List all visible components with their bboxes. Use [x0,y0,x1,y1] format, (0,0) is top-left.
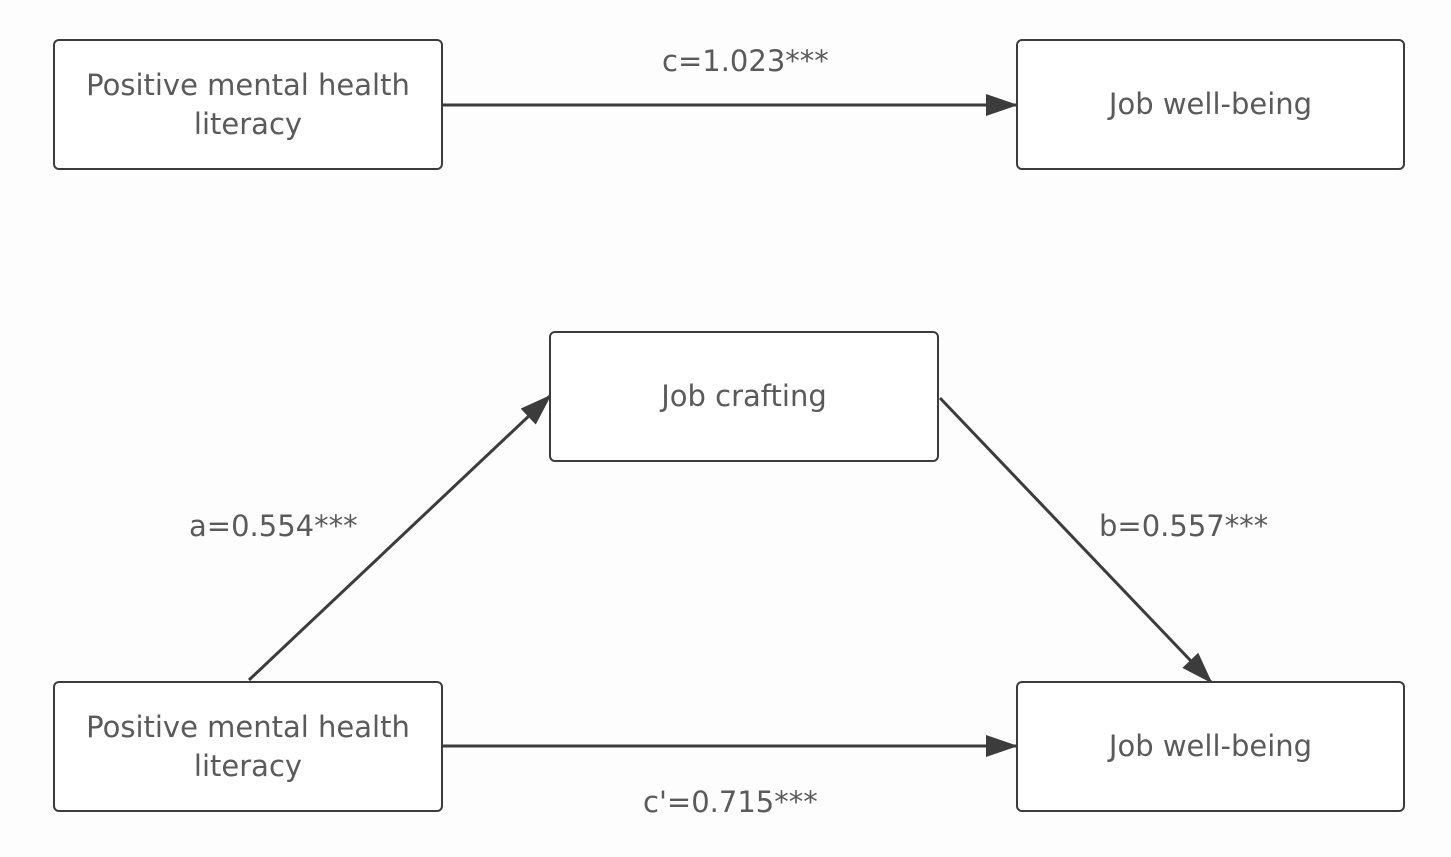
path-b-label: b=0.557*** [1099,509,1269,543]
predictor-box-bottom-label: Positive mental health literacy [86,709,410,783]
predictor-box-top-label: Positive mental health literacy [86,67,410,141]
predictor-box-top: Positive mental health literacy [53,39,443,170]
path-b-arrow [938,396,1213,684]
outcome-box-bottom-label: Job well-being [1108,729,1313,763]
predictor-box-bottom: Positive mental health literacy [53,681,443,812]
outcome-box-top: Job well-being [1016,39,1405,170]
outcome-box-bottom: Job well-being [1016,681,1405,812]
path-a-label: a=0.554*** [189,509,358,543]
path-c-prime-label: c'=0.715*** [643,785,818,819]
outcome-box-top-label: Job well-being [1108,87,1313,121]
mediator-box-label: Job crafting [661,379,827,413]
path-c-label: c=1.023*** [662,44,829,78]
mediator-box: Job crafting [549,331,939,462]
path-a-arrow [247,394,552,682]
